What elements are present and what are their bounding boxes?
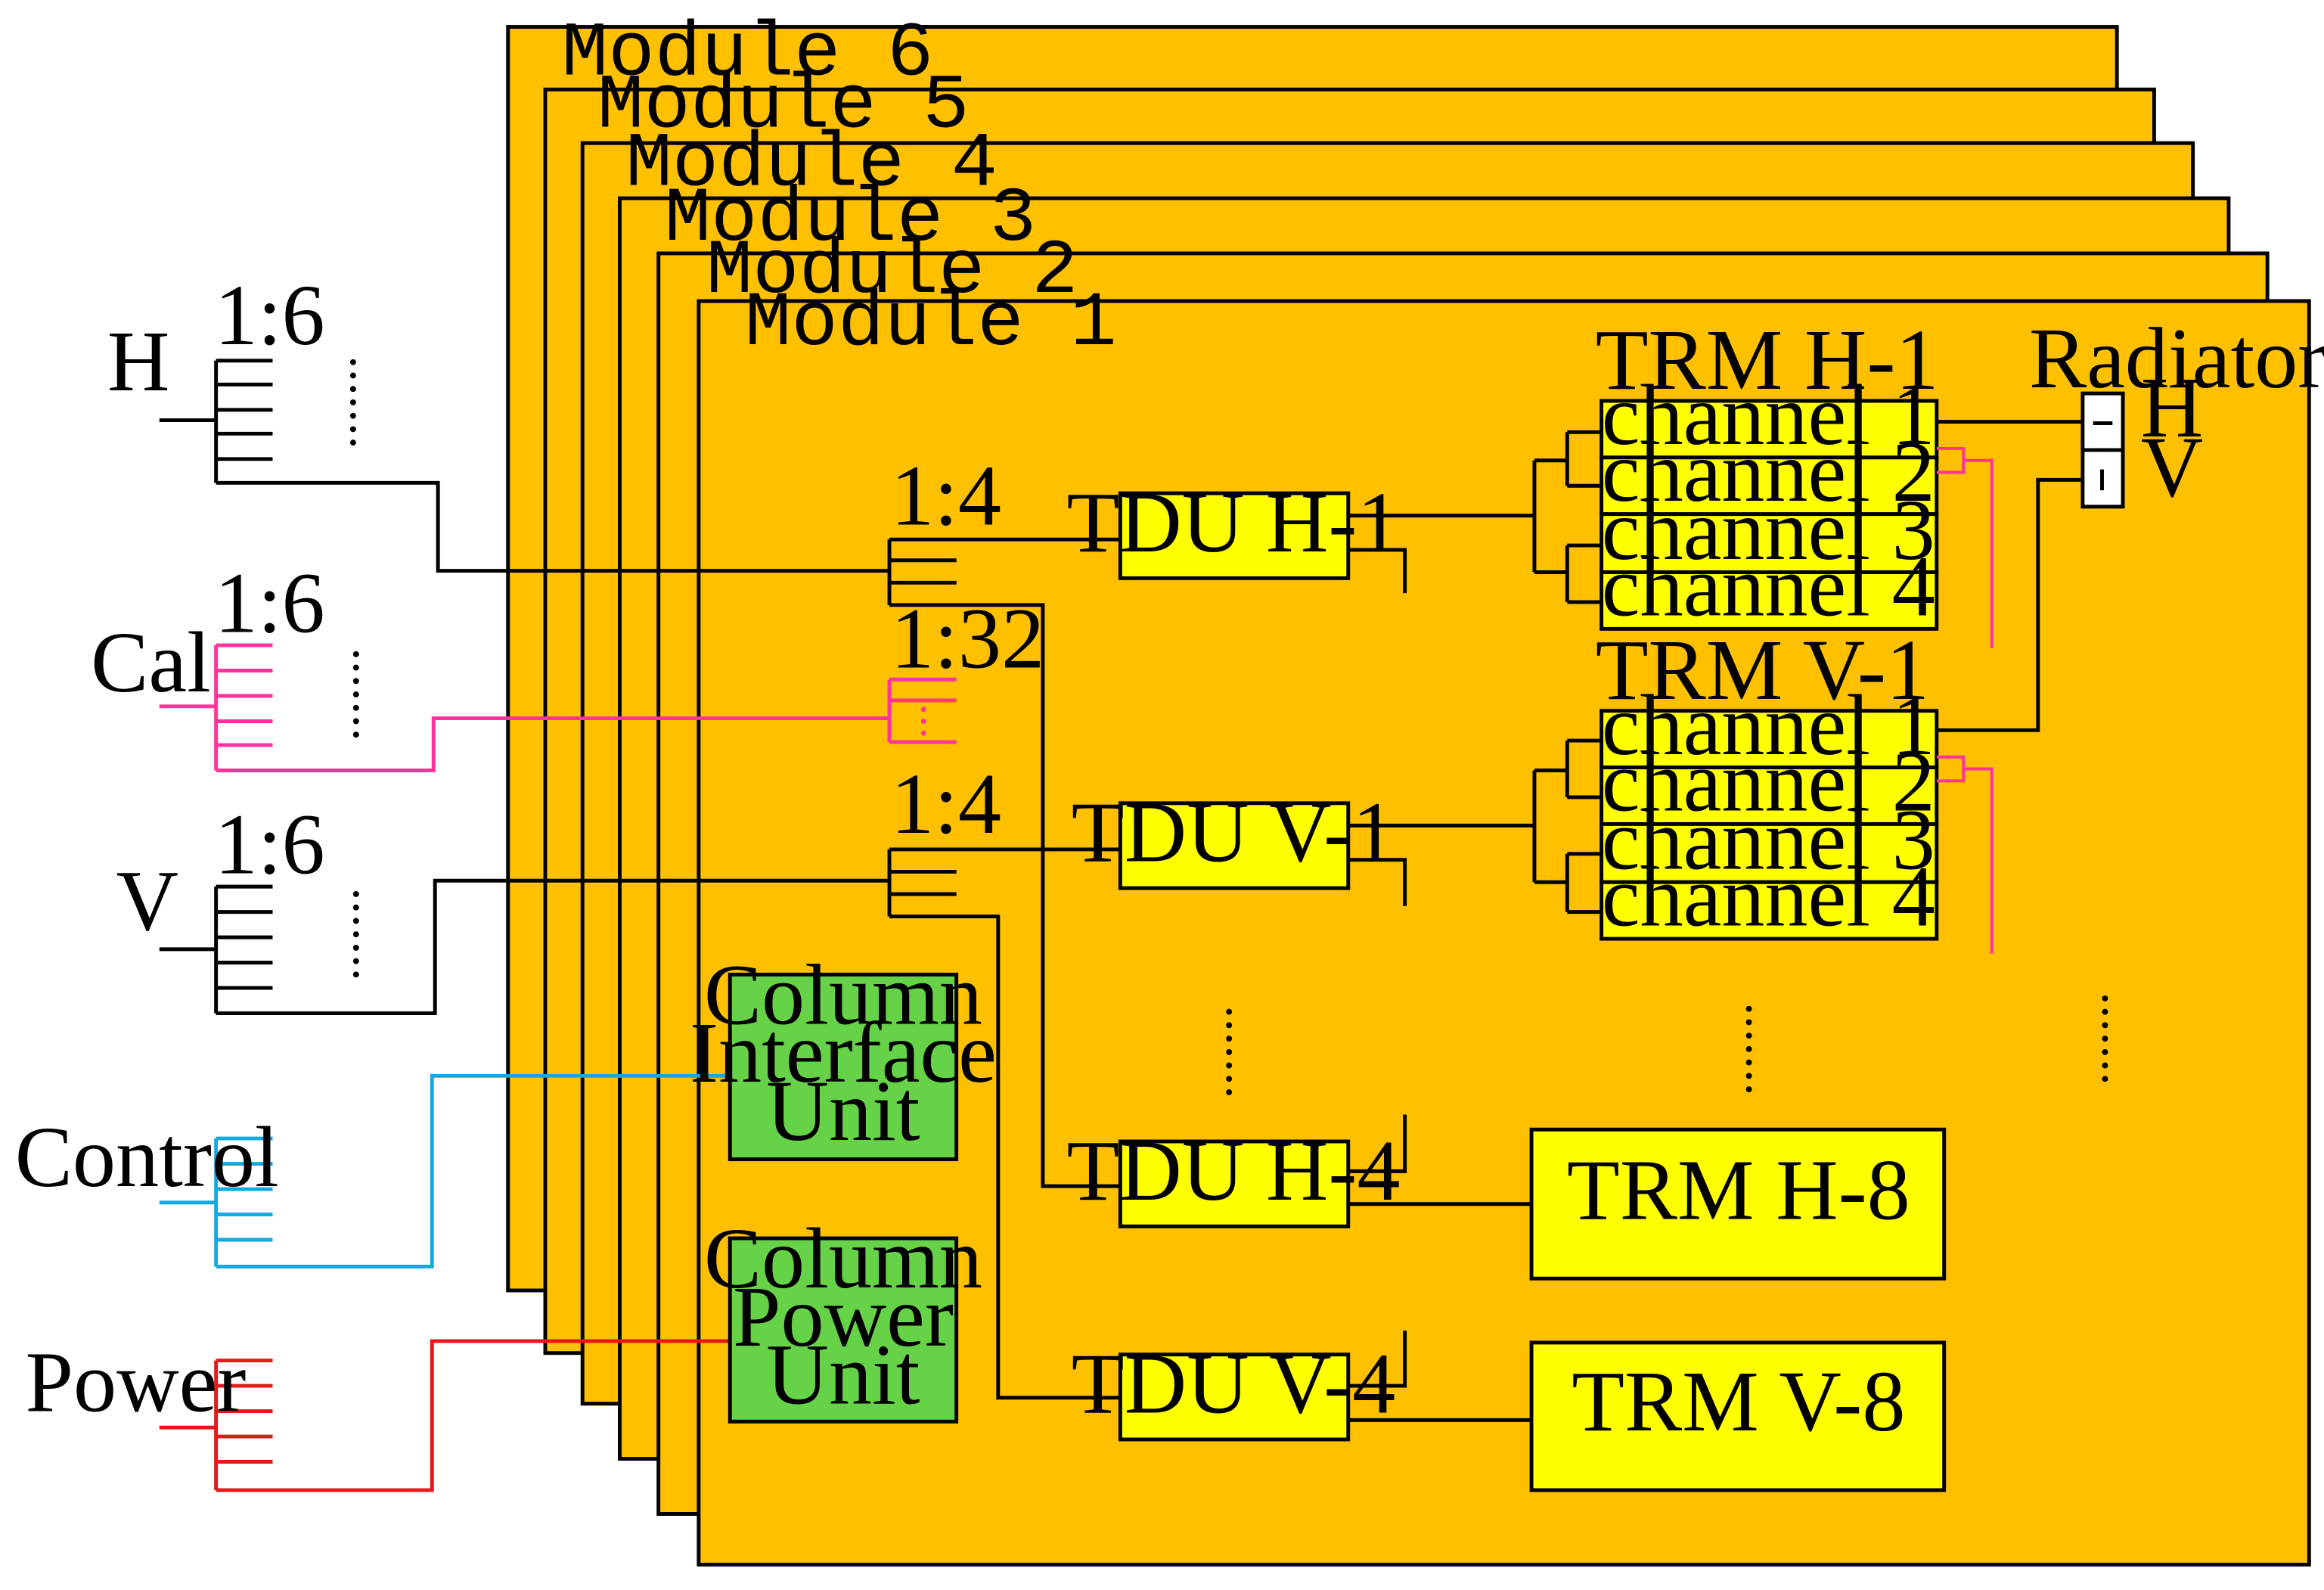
- trm-8-labels: TRM H-8 TRM V-8: [1567, 1141, 1910, 1449]
- trm-h1-channel-3: [1599, 512, 1939, 574]
- tdu-v1-block: [1118, 801, 1351, 890]
- radiator-labels: Radiator H V: [2029, 310, 2324, 515]
- vertical-ellipsis-icon: [352, 891, 359, 978]
- module-ellipsis-icons: [1226, 995, 2108, 1095]
- v-ratio-label: 1:6: [215, 796, 325, 892]
- h-ratio-label: 1:6: [215, 267, 325, 363]
- module-titles: Module 6 Module 5 Module 4 Module 3 Modu…: [562, 11, 1117, 368]
- trm-v1-binary-tree: [1532, 738, 1602, 915]
- power-feed-line: [216, 1339, 731, 1492]
- trm-h1-title: TRM H-1: [1596, 312, 1939, 408]
- trm-h1-channel-4-label: channel 4: [1602, 539, 1935, 635]
- module-3-title: Module 3: [665, 175, 1037, 263]
- trm-channel-labels: channel 1 channel 2 channel 3 channel 4 …: [1602, 367, 1935, 944]
- trm-v1-channel-1-label: channel 1: [1602, 677, 1935, 773]
- cal-ratio-label: 1:6: [215, 554, 325, 651]
- radiator-v-label: V: [2141, 419, 2204, 515]
- cpu-label-line-2: Power: [733, 1269, 954, 1365]
- tdu-h1-label: TDU H-1: [1067, 474, 1401, 570]
- trm-h1-binary-tree: [1532, 430, 1602, 604]
- h-feed-line: [216, 480, 890, 573]
- column-unit-labels: Column Interface Unit Column Power Unit: [690, 946, 997, 1422]
- trm-h1-channel-2: [1599, 455, 1939, 517]
- trm-v1-channel-2-label: channel 2: [1602, 734, 1935, 830]
- vertical-ellipsis-icon: [1745, 1005, 1752, 1092]
- tdu-v4-label: TDU V-4: [1072, 1336, 1396, 1432]
- column-units: [728, 972, 959, 1424]
- v-feed-line: [216, 878, 890, 1016]
- module-4-title: Module 4: [625, 120, 998, 208]
- cpu-label-line-1: Column: [704, 1210, 982, 1306]
- h-input-label: H: [107, 313, 170, 409]
- trm-h1-channel-4: [1599, 570, 1939, 631]
- radiator: [1936, 391, 2125, 732]
- trm-v1-channel-3: [1599, 821, 1939, 884]
- trm-h1-channel-3-label: channel 3: [1602, 482, 1935, 578]
- trm-v8-label: TRM V-8: [1572, 1353, 1905, 1449]
- tdu-v1-label: TDU V-1: [1072, 784, 1396, 880]
- trm-h8-block: [1529, 1127, 1947, 1281]
- module-5-title: Module 5: [597, 63, 970, 151]
- v-splitter-1to4: [887, 847, 1121, 1400]
- cal-splitter-1to32: [887, 677, 957, 744]
- trm-h1-channel-1-label: channel 1: [1602, 367, 1935, 463]
- cal-splitter-ratio: 1:32: [891, 591, 1044, 687]
- tdu-h4-block: [1118, 1139, 1351, 1228]
- cal-feed-line: [216, 716, 890, 772]
- trm-h8-label: TRM H-8: [1567, 1141, 1910, 1238]
- column-power-unit: [728, 1236, 959, 1424]
- cal-input-label: Cal: [91, 614, 211, 710]
- tdu-h1-block: [1118, 491, 1351, 580]
- radiator-title: Radiator: [2029, 310, 2324, 406]
- trm-v8-block: [1529, 1340, 1947, 1492]
- power-input-label: Power: [25, 1334, 246, 1430]
- input-ellipsis-icons: [349, 359, 359, 978]
- h-input-fanout: [159, 359, 890, 573]
- cal-input-fanout: [159, 643, 890, 772]
- tdu-blocks: [1118, 491, 1351, 1442]
- trm-v1-channel-1: [1599, 709, 1939, 770]
- splitter-labels: 1:4 1:32 1:4: [891, 447, 1044, 852]
- control-input-label: Control: [15, 1109, 279, 1205]
- tdu-v4-block: [1118, 1352, 1351, 1442]
- power-input-fanout: [159, 1339, 731, 1492]
- module-1-title: Module 1: [745, 280, 1117, 368]
- tdu-output-lines: [1348, 430, 1602, 1422]
- trm-h1: [1599, 399, 1939, 631]
- trm-8-blocks: [1529, 1127, 1947, 1492]
- input-labels: H 1:6 Cal 1:6 V 1:6 Control Power: [15, 267, 325, 1430]
- control-feed-line: [216, 1073, 731, 1269]
- radiator-feed-lines: [1936, 420, 2083, 732]
- tdu-h4-label: TDU H-4: [1067, 1123, 1401, 1219]
- trm-titles: TRM H-1 TRM V-1: [1596, 312, 1939, 718]
- v-input-label: V: [116, 852, 179, 949]
- ciu-label-line-3: Unit: [766, 1063, 920, 1159]
- h-splitter-1to4: [887, 537, 1121, 1188]
- trm-v1-title: TRM V-1: [1596, 622, 1929, 718]
- radiator-h-label: H: [2141, 359, 2204, 455]
- vertical-ellipsis-icon: [349, 359, 356, 446]
- module-6-title: Module 6: [562, 11, 934, 98]
- trm-v1-channel-4-label: channel 4: [1602, 848, 1935, 944]
- vertical-ellipsis-icon: [2102, 995, 2108, 1082]
- vertical-ellipsis-icon: [1226, 1008, 1233, 1095]
- vertical-ellipsis-icon: [352, 651, 359, 738]
- v-input-fanout: [159, 878, 890, 1016]
- trm-v1-channel-4: [1599, 880, 1939, 941]
- trm-h1-channel-2-label: channel 2: [1602, 424, 1935, 520]
- control-input-fanout: [159, 1073, 731, 1269]
- cpu-label-line-3: Unit: [766, 1327, 920, 1423]
- v-splitter-ratio: 1:4: [891, 756, 1001, 852]
- cal-couplers: [1936, 447, 1994, 954]
- column-interface-unit: [728, 972, 959, 1162]
- module-1-board: [697, 299, 2311, 1567]
- tdu-labels: TDU H-1 TDU V-1 TDU H-4 TDU V-4: [1067, 474, 1401, 1432]
- module-2-title: Module 2: [706, 228, 1078, 315]
- trm-v1-channel-3-label: channel 3: [1602, 792, 1935, 888]
- ciu-label-line-1: Column: [704, 946, 982, 1042]
- trm-v1: [1599, 709, 1939, 941]
- h-splitter-ratio: 1:4: [891, 447, 1001, 543]
- ciu-label-line-2: Interface: [690, 1005, 997, 1101]
